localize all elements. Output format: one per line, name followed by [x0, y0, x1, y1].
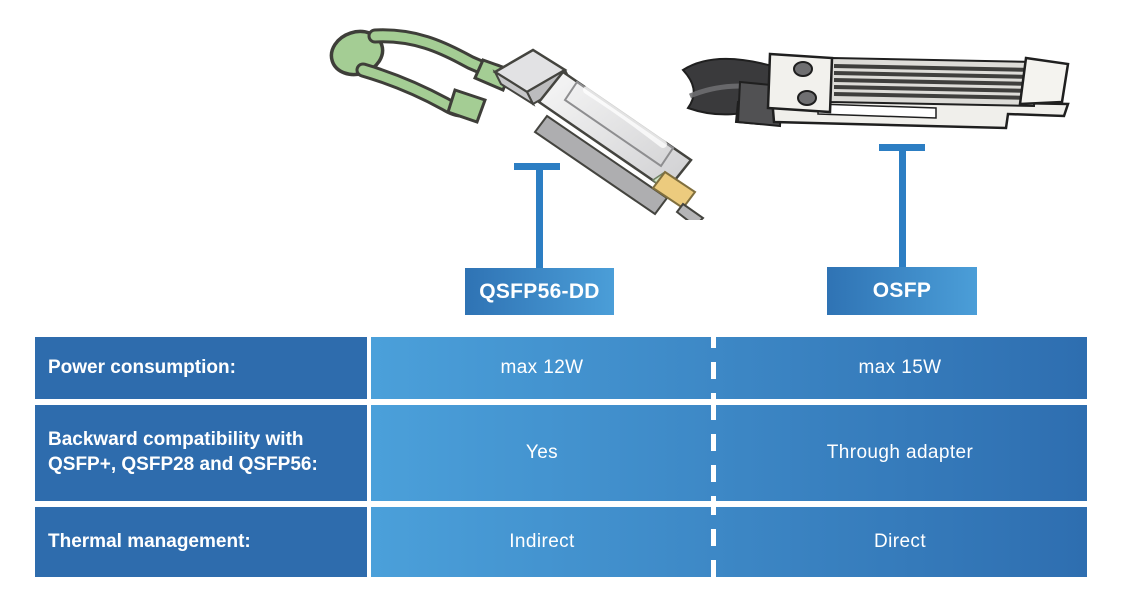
- qsfp56-dd-callout-line: [536, 165, 543, 269]
- comparison-table: Power consumption: max 12W max 15W Backw…: [35, 337, 1087, 577]
- osfp-value-cell: Direct: [713, 507, 1087, 577]
- osfp-label: OSFP: [827, 267, 977, 315]
- qsfp56-dd-value-text: max 12W: [500, 357, 584, 378]
- qsfp56-dd-value-cell: Yes: [371, 405, 713, 501]
- row-label-text: Power consumption:: [48, 356, 236, 378]
- qsfp56-dd-value-cell: Indirect: [371, 507, 713, 577]
- module-body: [533, 70, 705, 220]
- mounting-plate: [766, 52, 834, 114]
- osfp-callout-line: [899, 146, 906, 268]
- qsfp56-dd-value-cell: max 12W: [371, 337, 713, 399]
- dashed-divider: [711, 405, 716, 501]
- value-band: Yes Through adapter: [371, 405, 1087, 501]
- heatsink-fins: [828, 56, 1038, 108]
- row-label-text: Backward compatibility with QSFP+, QSFP2…: [48, 429, 318, 475]
- table-row-power-consumption: Power consumption: max 12W max 15W: [35, 337, 1087, 399]
- cable: [681, 58, 784, 128]
- qsfp56-dd-value-text: Indirect: [509, 531, 575, 552]
- row-label-cell: Backward compatibility with QSFP+, QSFP2…: [35, 405, 367, 501]
- osfp-value-text: Direct: [873, 531, 926, 552]
- osfp-value-cell: Through adapter: [713, 405, 1087, 501]
- row-label-cell: Power consumption:: [35, 337, 367, 399]
- row-label-cell: Thermal management:: [35, 507, 367, 577]
- dashed-divider: [711, 337, 716, 399]
- row-label-text: Thermal management:: [48, 530, 251, 552]
- osfp-value-text: max 15W: [858, 357, 942, 378]
- dashed-divider: [711, 507, 716, 577]
- qsfp56-dd-label: QSFP56-DD: [465, 268, 614, 315]
- osfp-value-cell: max 15W: [713, 337, 1087, 399]
- osfp-value-text: Through adapter: [826, 442, 974, 463]
- qsfp56-dd-label-text: QSFP56-DD: [479, 279, 600, 303]
- osfp-label-text: OSFP: [872, 279, 932, 302]
- osfp-module-image: [681, 52, 1070, 130]
- qsfp56-dd-value-text: Yes: [525, 442, 559, 463]
- qsfp56-dd-module-image: [329, 28, 705, 220]
- table-row-backward-compatibility: Backward compatibility with QSFP+, QSFP2…: [35, 405, 1087, 501]
- value-band: max 12W max 15W: [371, 337, 1087, 399]
- table-row-thermal-management: Thermal management: Indirect Direct: [35, 507, 1087, 577]
- end-plate: [1018, 56, 1070, 106]
- value-band: Indirect Direct: [371, 507, 1087, 577]
- pull-tab: [329, 28, 513, 124]
